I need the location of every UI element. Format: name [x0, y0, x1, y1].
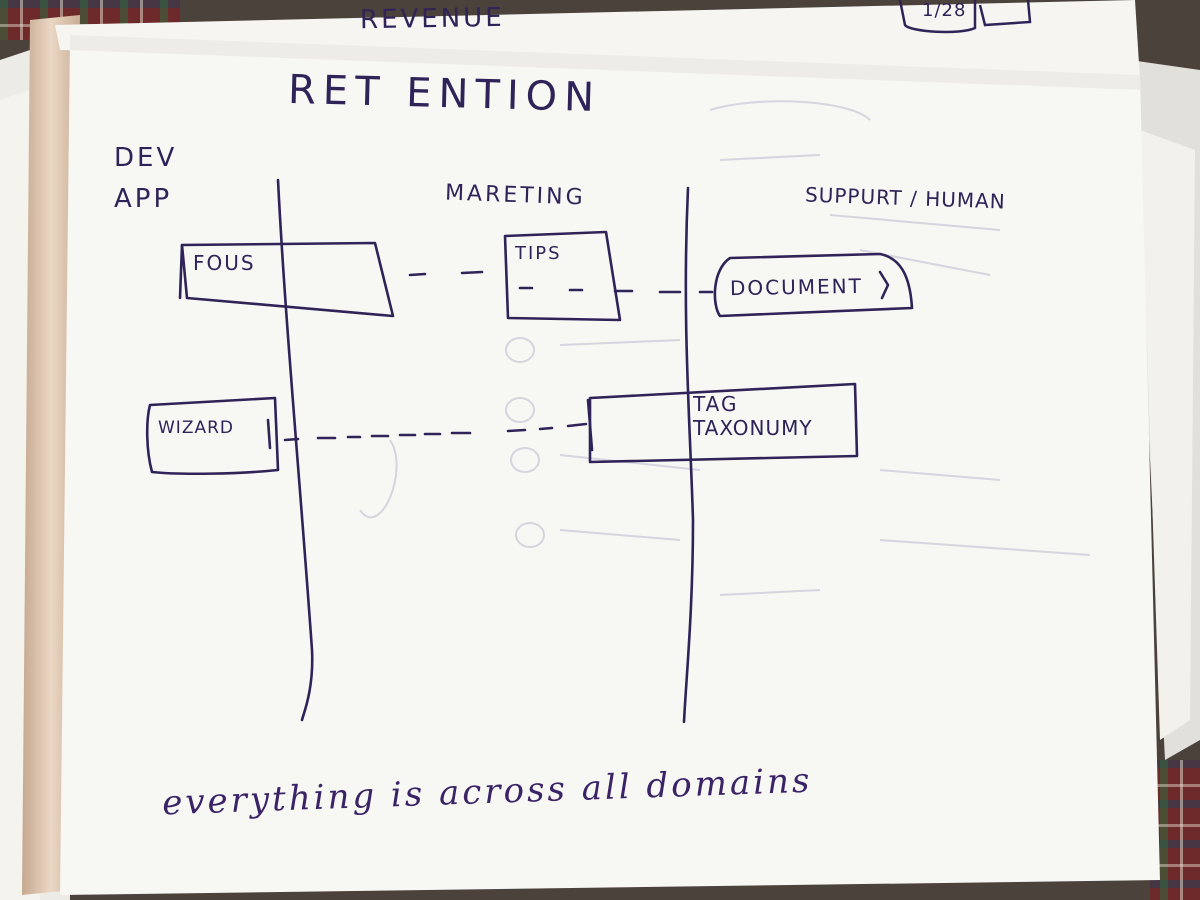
- back-sheet-title: REVENUE: [360, 5, 505, 34]
- box-label-document: DOCUMENT: [730, 276, 863, 298]
- box-label-focus: FOUS: [193, 253, 256, 273]
- box-label-tag: TAG: [693, 394, 739, 414]
- main-sheet: [60, 35, 1160, 895]
- column-header-marketing: MARETING: [445, 183, 586, 210]
- page-title: RET ENTION: [288, 70, 602, 118]
- box-label-tips: TIPS: [515, 245, 562, 263]
- box-label-wizard: WIZARD: [158, 420, 234, 437]
- column-header-app: APP: [114, 186, 172, 212]
- corner-note: 1/28: [922, 2, 966, 20]
- column-header-support: SUPPURT / HUMAN: [805, 185, 1006, 212]
- box-label-taxonomy: TAXONUMY: [693, 418, 813, 438]
- column-header-dev: DEV: [114, 145, 177, 171]
